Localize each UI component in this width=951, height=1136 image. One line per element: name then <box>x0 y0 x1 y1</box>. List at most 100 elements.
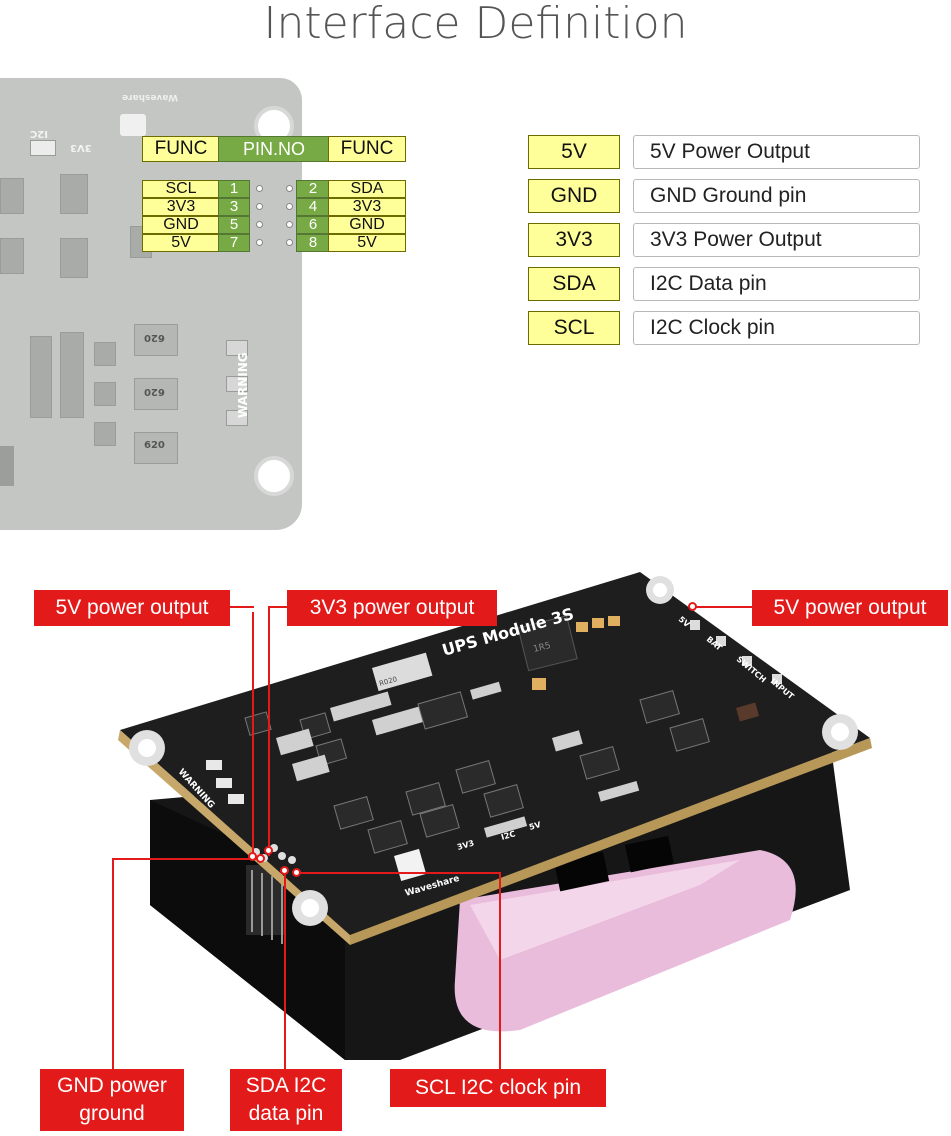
resistor-array <box>598 780 640 802</box>
shunt-resistor <box>134 378 178 410</box>
pin-func-left: 3V3 <box>142 198 220 216</box>
pin-number-right: 8 <box>296 234 330 252</box>
legend-desc-5v: 5V Power Output <box>633 135 920 169</box>
holder-slot <box>624 835 674 873</box>
legend-key-5v: 5V <box>528 135 620 169</box>
legend-key-gnd: GND <box>528 179 620 213</box>
ic-chip <box>0 178 24 214</box>
marker-gnd <box>256 854 265 863</box>
terminal-pads <box>742 656 752 666</box>
callout-scl: SCL I2C clock pin <box>390 1069 606 1107</box>
leader-scl-h <box>296 872 500 874</box>
pin-hole <box>256 239 263 246</box>
leader-gnd-v <box>112 858 114 1070</box>
capacitor <box>532 678 546 690</box>
led <box>226 340 248 356</box>
ic-chip <box>417 691 469 730</box>
bottom-pad <box>0 446 14 486</box>
battery-cell-highlight <box>470 860 740 960</box>
resistor-silk: 620 <box>144 332 165 343</box>
leader-scl-v <box>499 872 501 1070</box>
pcb-edge <box>118 730 350 945</box>
ic-chip <box>94 422 116 446</box>
pin-number-right: 4 <box>296 198 330 216</box>
leader-3v3-h <box>268 606 288 608</box>
leader-5v-left <box>252 612 254 858</box>
resistor-array <box>470 681 502 700</box>
led <box>226 410 248 426</box>
ic-chip <box>669 718 710 752</box>
legend-desc-3v3: 3V3 Power Output <box>633 223 920 257</box>
resistor-silk: 620 <box>144 440 165 451</box>
pin-func-left: SCL <box>142 180 220 198</box>
callout-gnd-line1: GND power <box>57 1074 167 1097</box>
ic-chip <box>60 174 88 214</box>
pin-number-left: 1 <box>218 180 250 198</box>
callout-gnd: GND power ground <box>40 1069 184 1131</box>
pin-hole <box>286 239 293 246</box>
pin-func-left: 5V <box>142 234 220 252</box>
leader-5v-left-h <box>230 606 254 608</box>
resistor <box>372 705 427 736</box>
ic-chip <box>0 238 24 274</box>
ic-chip <box>94 342 116 366</box>
callout-gnd-line2: ground <box>79 1102 145 1125</box>
leader-sda-v <box>284 870 286 1070</box>
resistor <box>551 730 583 752</box>
pin-hole <box>256 203 263 210</box>
pin-hole <box>286 203 293 210</box>
pin-number-left: 5 <box>218 216 250 234</box>
resistor <box>330 691 392 722</box>
pcb-edge <box>350 738 872 945</box>
legend-desc-sda: I2C Data pin <box>633 267 920 301</box>
capacitor <box>736 702 760 722</box>
legend-desc-scl: I2C Clock pin <box>633 311 920 345</box>
board-3v3-silk: 3V3 <box>70 142 92 153</box>
terminal-pads <box>690 620 700 630</box>
resistor-array <box>30 336 52 418</box>
legend-desc-gnd: GND Ground pin <box>633 179 920 213</box>
ic-chip <box>419 804 460 838</box>
ic-chip <box>639 690 680 724</box>
resistor-silk: 620 <box>144 386 165 397</box>
pin-hole <box>286 185 293 192</box>
marker-sda <box>280 866 289 875</box>
shunt-resistor <box>134 432 178 464</box>
pin-number-right: 6 <box>296 216 330 234</box>
led <box>228 794 244 804</box>
pin-number-left: 7 <box>218 234 250 252</box>
terminal-pads <box>772 674 782 684</box>
ic-chip <box>60 238 88 278</box>
leader-5v-right <box>695 606 752 608</box>
resistor-array <box>60 332 84 418</box>
shunt-resistor <box>134 324 178 356</box>
shunt-resistor <box>292 754 330 782</box>
switch-5v-silk: 5V <box>528 820 543 832</box>
pcb-top <box>120 572 870 935</box>
terminal-pads <box>716 636 726 646</box>
legend-key-3v3: 3V3 <box>528 223 620 257</box>
pin-func-right: SDA <box>328 180 406 198</box>
capacitor <box>576 622 588 632</box>
inductor <box>517 615 578 672</box>
legend-key-sda: SDA <box>528 267 620 301</box>
header-func-left: FUNC <box>142 136 220 162</box>
marker-3v3 <box>264 846 273 855</box>
switch-chip <box>30 140 56 156</box>
shunt-resistor <box>276 728 314 756</box>
callout-sda: SDA I2C data pin <box>230 1069 342 1131</box>
capacitor <box>608 616 620 626</box>
callout-sda-line1: SDA I2C <box>245 1074 327 1097</box>
leader-gnd-h <box>112 858 258 860</box>
switch-i2c-silk: I2C <box>500 829 516 842</box>
legend-key-scl: SCL <box>528 311 620 345</box>
header-pin-no: PIN.NO <box>218 136 330 162</box>
marker-scl <box>292 868 301 877</box>
header-pad <box>288 856 296 864</box>
pin-number-right: 2 <box>296 180 330 198</box>
board-i2c-silk: I2C <box>30 128 49 139</box>
header-func-right: FUNC <box>328 136 406 162</box>
mount-hole-bottom <box>254 456 294 496</box>
ic-chip <box>367 820 408 854</box>
inductor-silk: 1R5 <box>532 641 552 655</box>
